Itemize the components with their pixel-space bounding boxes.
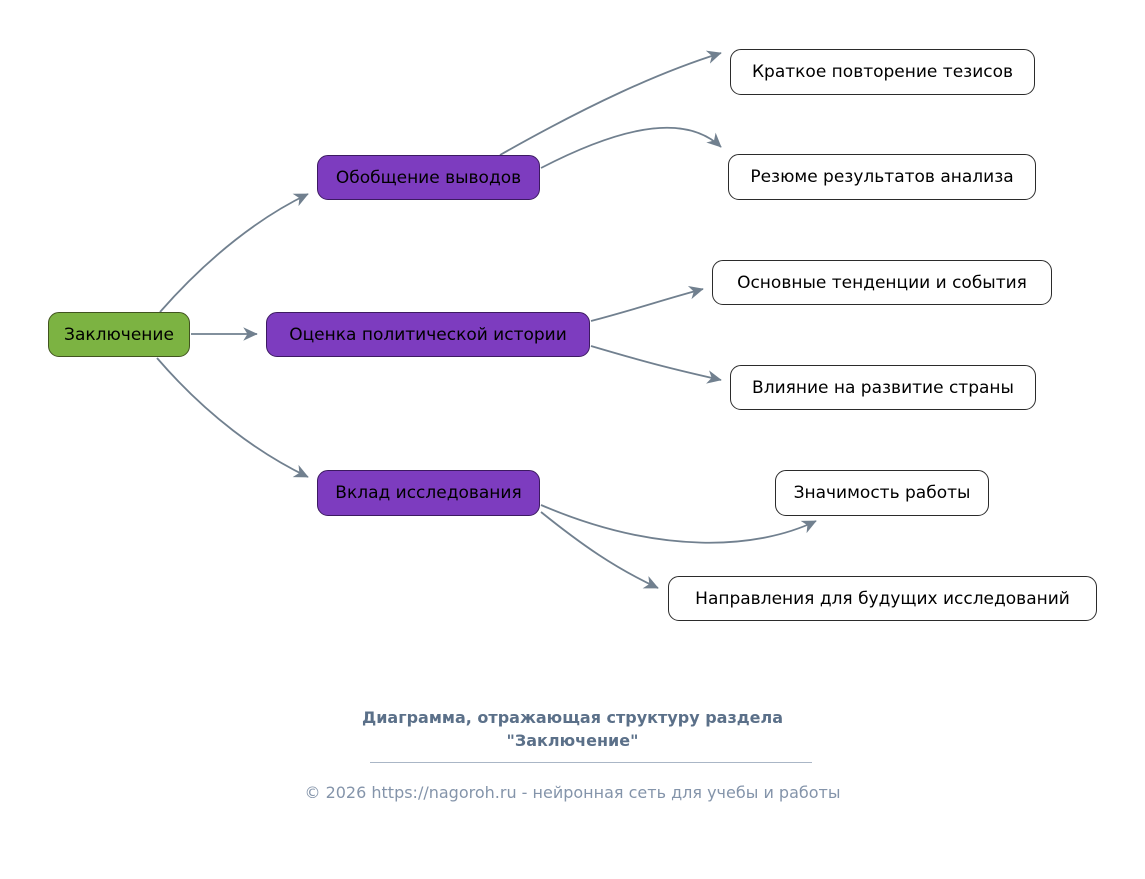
footer-copyright: © 2026 https://nagoroh.ru - нейронная се… xyxy=(304,783,841,802)
edge-branch1-leaf2 xyxy=(540,126,722,169)
node-branch-research-contribution: Вклад исследования xyxy=(317,470,540,516)
edge-branch3-leaf5 xyxy=(540,504,817,544)
node-branch-summary-of-conclusions: Обобщение выводов xyxy=(317,155,540,200)
node-leaf-future-research-directions: Направления для будущих исследований xyxy=(668,576,1097,621)
node-leaf-work-significance: Значимость работы xyxy=(775,470,989,516)
edge-branch2-leaf3 xyxy=(590,285,704,322)
edge-root-branch1 xyxy=(159,193,309,313)
caption-line-1: Диаграмма, отражающая структуру раздела xyxy=(361,708,784,727)
edge-branch3-leaf6 xyxy=(540,511,659,589)
caption-line-2: "Заключение" xyxy=(506,731,639,751)
edge-root-branch3 xyxy=(156,357,309,478)
node-leaf-impact-on-country-development: Влияние на развитие страны xyxy=(730,365,1036,410)
node-root: Заключение xyxy=(48,312,190,357)
diagram-caption: Диаграмма, отражающая структуру раздела … xyxy=(0,706,1145,752)
node-leaf-thesis-repetition: Краткое повторение тезисов xyxy=(730,49,1035,95)
caption-divider xyxy=(370,762,812,763)
node-leaf-main-trends-events: Основные тенденции и события xyxy=(712,260,1052,305)
node-leaf-analysis-results-summary: Резюме результатов анализа xyxy=(728,154,1036,200)
edge-branch2-leaf4 xyxy=(590,345,722,384)
node-branch-political-history-assessment: Оценка политической истории xyxy=(266,312,590,357)
edge-branch1-leaf1 xyxy=(499,50,722,156)
